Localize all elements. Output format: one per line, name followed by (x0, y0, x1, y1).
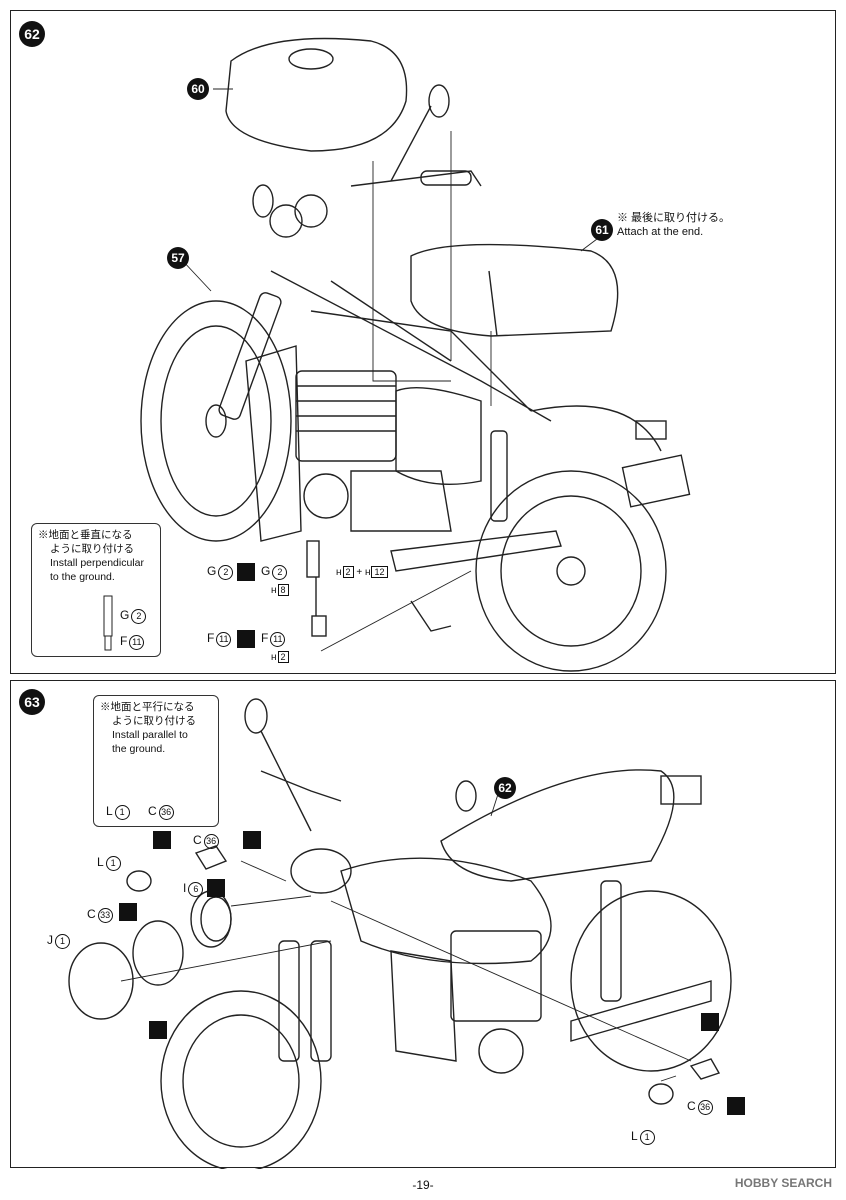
paint-icon-1 (153, 831, 171, 849)
step-63-panel: 63 (10, 680, 836, 1169)
note-jp: ※ 最後に取り付ける。 (617, 212, 731, 224)
cement-icon (237, 563, 255, 581)
callout63-en-line2: the ground. (112, 743, 166, 755)
step-62-panel: 62 (10, 10, 836, 674)
note-en: Attach at the end. (617, 226, 704, 238)
page-number: -19- (412, 1178, 434, 1192)
watermark: HOBBY SEARCH (734, 1176, 832, 1190)
callout63-jp-line1: ※地面と平行になる (100, 701, 195, 713)
step-63-badge: 63 (19, 689, 45, 715)
paint-icon-5 (149, 1021, 167, 1039)
paint-icon-7 (727, 1097, 745, 1115)
paint-icon-2 (243, 831, 261, 849)
step-62-badge: 62 (19, 21, 45, 47)
headlight-assembly-illustration (68, 698, 732, 1169)
callout63-jp-line2: ように取り付ける (112, 715, 196, 727)
paint-icon-6 (701, 1013, 719, 1031)
part-57-badge: 57 (167, 247, 189, 269)
paint-icon-4 (119, 903, 137, 921)
callout-jp-line2: ように取り付ける (50, 543, 134, 555)
part-60-badge: 60 (187, 78, 209, 100)
cement-icon-2 (237, 630, 255, 648)
footpeg-detail-icon (103, 595, 113, 651)
parallel-callout: ※地面と平行になる ように取り付ける Install parallel to t… (93, 695, 219, 827)
callout-en-line1: Install perpendicular (50, 557, 144, 569)
motorcycle-assembly-illustration (140, 37, 691, 672)
part-61-badge: 61 (591, 219, 613, 241)
attach-at-end-note: ※ 最後に取り付ける。 Attach at the end. (617, 211, 730, 239)
part-62-reference-badge: 62 (494, 777, 516, 799)
perpendicular-callout: ※地面と垂直になる ように取り付ける Install perpendicular… (31, 523, 161, 657)
paint-icon-3 (207, 879, 225, 897)
callout-en-line2: to the ground. (50, 571, 115, 583)
callout-jp-line1: ※地面と垂直になる (38, 529, 133, 541)
callout63-en-line1: Install parallel to (112, 729, 188, 741)
